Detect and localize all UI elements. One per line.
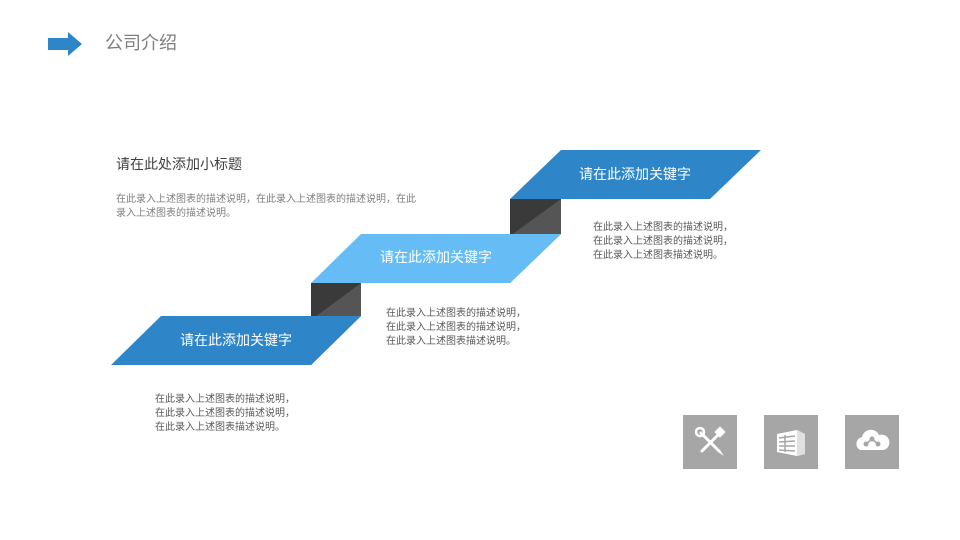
riser-1-side <box>311 283 361 320</box>
step-3-label: 请在此添加关键字 <box>579 167 691 183</box>
step-1-description: 在此录入上述图表的描述说明，在此录入上述图表的描述说明，在此录入上述图表描述说明… <box>155 394 295 433</box>
subtitle: 请在此处添加小标题 <box>116 157 242 173</box>
step-2-label: 请在此添加关键字 <box>380 250 492 266</box>
header-arrow-icon <box>48 32 82 56</box>
step-2-bar <box>311 234 561 283</box>
step-3-bar <box>510 150 761 199</box>
page-title: 公司介绍 <box>105 33 177 54</box>
step-3-description: 在此录入上述图表的描述说明，在此录入上述图表的描述说明，在此录入上述图表描述说明… <box>593 222 733 261</box>
intro-text: 在此录入上述图表的描述说明，在此录入上述图表的描述说明，在此录入上述图表的描述说… <box>116 194 416 219</box>
cloud-network-icon <box>845 415 899 469</box>
step-2-description: 在此录入上述图表的描述说明，在此录入上述图表的描述说明，在此录入上述图表描述说明… <box>386 308 526 347</box>
riser-2-side <box>510 199 561 236</box>
step-1-bar <box>111 316 361 365</box>
building-icon <box>764 415 818 469</box>
step-1-label: 请在此添加关键字 <box>180 333 292 349</box>
tools-icon <box>683 415 737 469</box>
